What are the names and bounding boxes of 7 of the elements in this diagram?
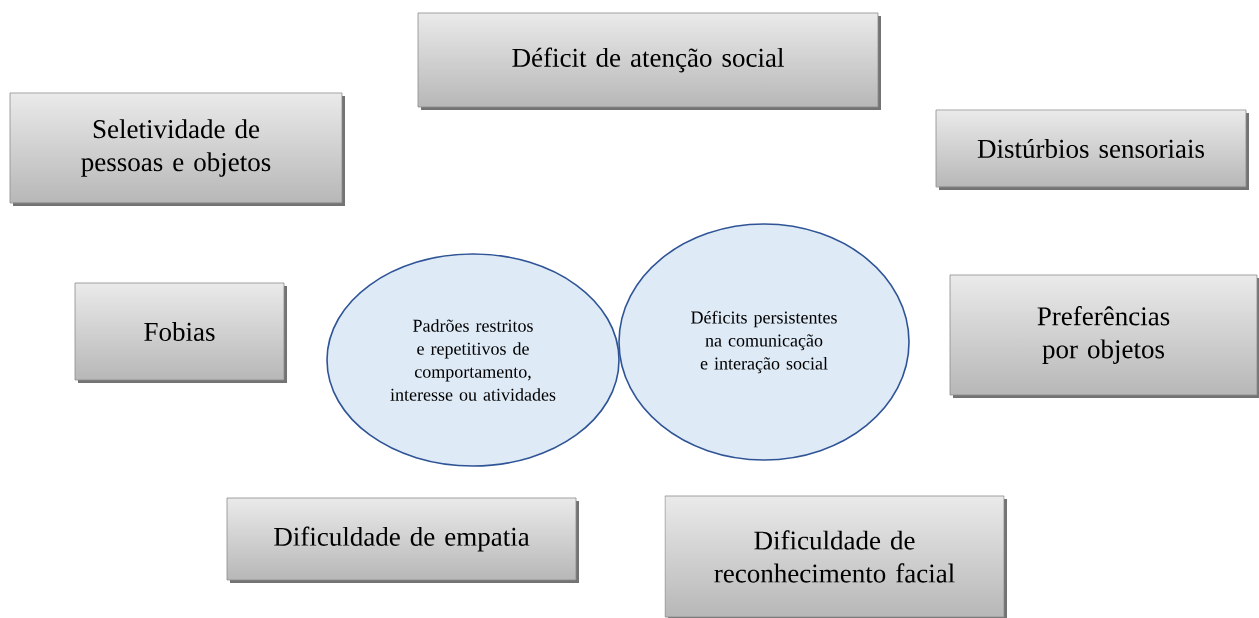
text-box: Déficit de atenção social	[417, 12, 881, 110]
text-box: Seletividade de pessoas e objetos	[9, 92, 345, 206]
text-box: Dificuldade de empatia	[226, 497, 579, 583]
text-box: Dificuldade de reconhecimento facial	[664, 495, 1007, 618]
text-box: Distúrbios sensoriais	[935, 109, 1249, 190]
text-box: Fobias	[74, 282, 287, 383]
text-box: Preferências por objetos	[949, 274, 1259, 398]
